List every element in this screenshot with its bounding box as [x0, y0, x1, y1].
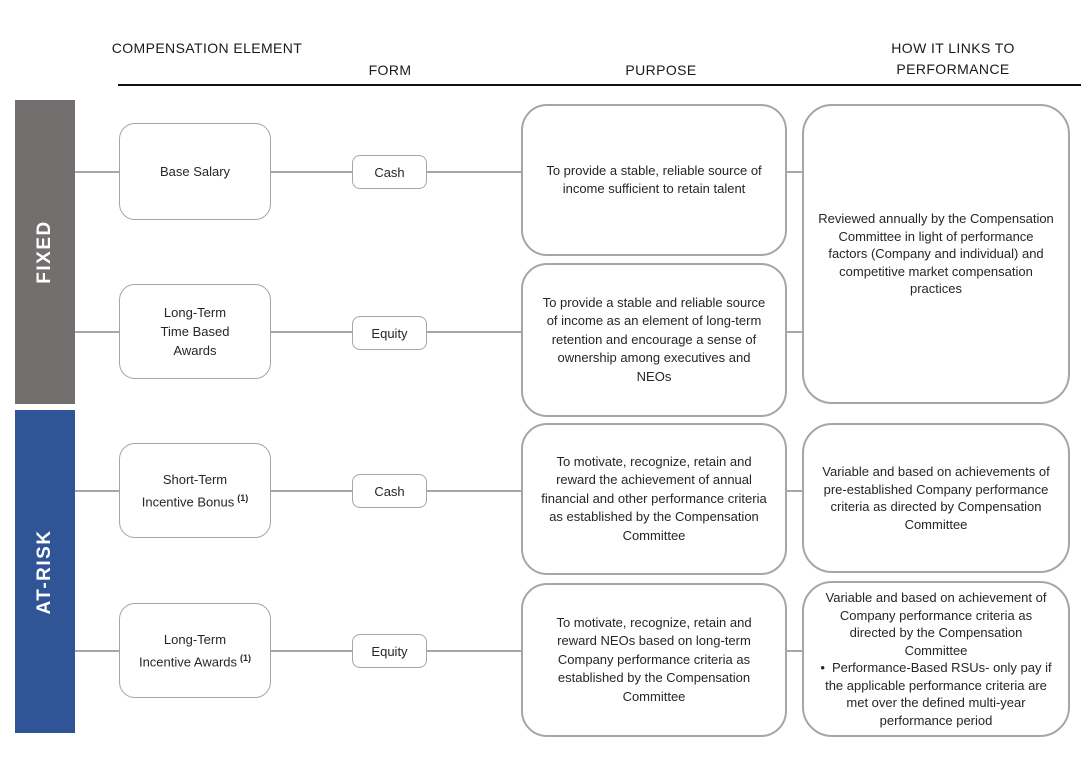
- footnote-marker: (1): [240, 652, 252, 663]
- element-box-long-term-incentive-awards: Long-Term Incentive Awards(1): [119, 603, 271, 698]
- form-box-cash-2: Cash: [352, 474, 427, 508]
- purpose-text: To provide a stable and reliable source …: [542, 294, 766, 384]
- link-box-long-term-incentive: Variable and based on achievement of Com…: [802, 581, 1070, 737]
- form-label: Cash: [374, 164, 405, 180]
- column-header-purpose: PURPOSE: [625, 62, 697, 78]
- purpose-box-short-term-incentive: To motivate, recognize, retain and rewar…: [521, 423, 787, 575]
- column-header-compensation-element: COMPENSATION ELEMENT: [111, 40, 303, 56]
- form-label: Equity: [371, 643, 408, 659]
- link-text: Variable and based on achievements of pr…: [822, 464, 1050, 532]
- element-label: Short-Term Incentive Bonus(1): [141, 471, 249, 510]
- connector-line: [271, 650, 352, 652]
- connector-line: [271, 490, 352, 492]
- connector-line: [75, 331, 119, 333]
- connector-line: [787, 650, 802, 652]
- column-header-form: FORM: [368, 62, 412, 78]
- form-box-cash-1: Cash: [352, 155, 427, 189]
- connector-line: [271, 171, 352, 173]
- connector-line: [75, 171, 119, 173]
- at-risk-group-label: AT-RISK: [34, 528, 55, 615]
- purpose-text: To provide a stable, reliable source of …: [546, 162, 762, 197]
- purpose-box-long-term-incentive: To motivate, recognize, retain and rewar…: [521, 583, 787, 737]
- column-header-how-it-links: HOW IT LINKS TO PERFORMANCE: [891, 40, 1015, 77]
- at-risk-group-bar: AT-RISK: [15, 410, 75, 733]
- connector-line: [75, 490, 119, 492]
- element-label: Long-Term Time Based Awards: [160, 305, 230, 358]
- element-label: Base Salary: [159, 164, 231, 179]
- connector-line: [75, 650, 119, 652]
- link-bullet-text: Performance-Based RSUs- only pay if the …: [825, 660, 1052, 728]
- link-box-short-term-incentive: Variable and based on achievements of pr…: [802, 423, 1070, 573]
- form-box-equity-2: Equity: [352, 634, 427, 668]
- purpose-box-long-term-time-based: To provide a stable and reliable source …: [521, 263, 787, 417]
- connector-line: [271, 331, 352, 333]
- connector-line: [427, 171, 521, 173]
- element-box-base-salary: Base Salary: [119, 123, 271, 220]
- purpose-text: To motivate, recognize, retain and rewar…: [541, 453, 767, 543]
- footnote-marker: (1): [237, 492, 249, 503]
- fixed-group-bar: FIXED: [15, 100, 75, 404]
- form-label: Equity: [371, 325, 408, 341]
- purpose-text: To motivate, recognize, retain and rewar…: [556, 614, 752, 704]
- element-box-long-term-time-based-awards: Long-Term Time Based Awards: [119, 284, 271, 379]
- connector-line: [787, 331, 802, 333]
- element-label: Long-Term Incentive Awards(1): [138, 631, 252, 670]
- bullet-icon: •: [820, 660, 825, 675]
- header-underline: [118, 84, 1081, 86]
- connector-line: [427, 331, 521, 333]
- form-box-equity-1: Equity: [352, 316, 427, 350]
- element-box-short-term-incentive-bonus: Short-Term Incentive Bonus(1): [119, 443, 271, 538]
- purpose-box-base-salary: To provide a stable, reliable source of …: [521, 104, 787, 256]
- link-bullet-item: •Performance-Based RSUs- only pay if the…: [818, 659, 1054, 729]
- connector-line: [787, 171, 802, 173]
- link-text: Variable and based on achievement of Com…: [825, 590, 1047, 658]
- fixed-group-label: FIXED: [34, 220, 55, 284]
- connector-line: [427, 650, 521, 652]
- link-box-fixed: Reviewed annually by the Compensation Co…: [802, 104, 1070, 404]
- link-text: Reviewed annually by the Compensation Co…: [818, 211, 1054, 297]
- connector-line: [787, 490, 802, 492]
- form-label: Cash: [374, 483, 405, 499]
- connector-line: [427, 490, 521, 492]
